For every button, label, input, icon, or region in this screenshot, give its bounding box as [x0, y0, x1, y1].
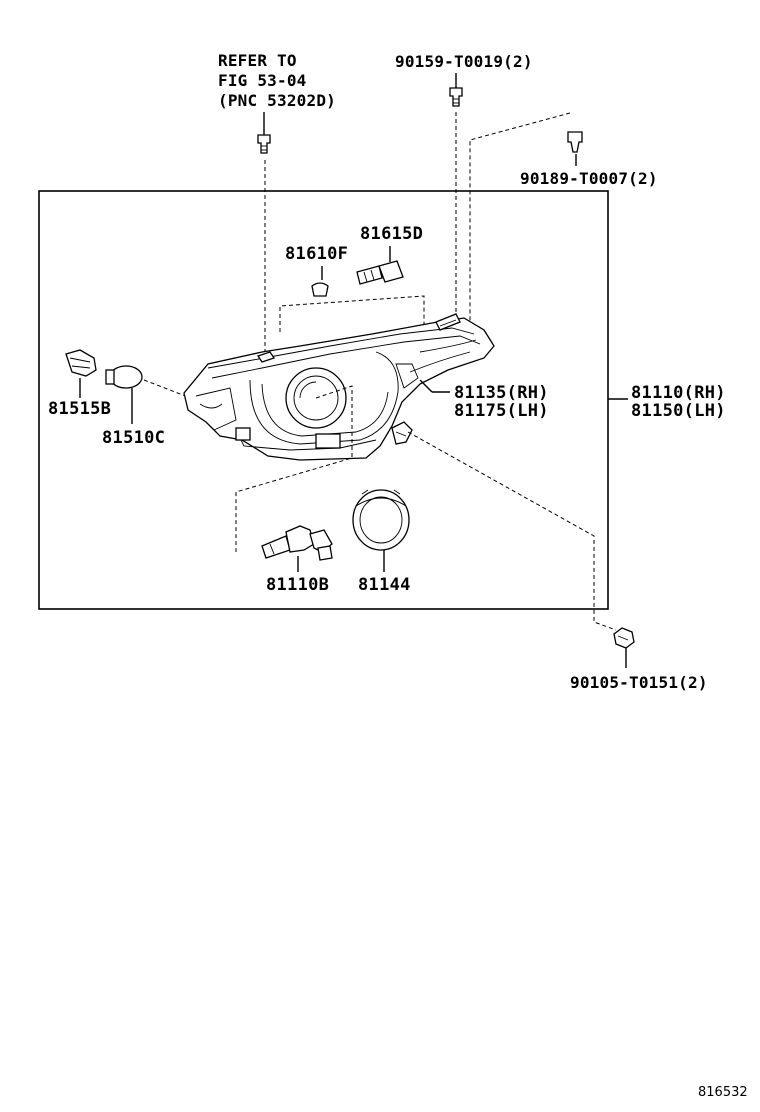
refer-to-label: REFER TO [218, 51, 297, 70]
label-81610f: 81610F [285, 244, 348, 264]
label-81144: 81144 [358, 575, 411, 595]
assembly-frame [38, 190, 609, 610]
refer-fig-label: FIG 53-04 [218, 71, 307, 90]
bulb-81110b: 81110B [261, 525, 333, 595]
headlamp-housing [183, 313, 495, 461]
label-90105: 90105-T0151(2) [570, 673, 708, 692]
label-81510c: 81510C [102, 428, 165, 448]
label-81615d: 81615D [360, 224, 423, 244]
label-81110b: 81110B [266, 575, 329, 595]
clip-90189: 90189-T0007(2) [469, 112, 658, 330]
refer-pnc-label: (PNC 53202D) [218, 91, 336, 110]
label-81175: 81175(LH) [454, 401, 549, 421]
label-90159: 90159-T0019(2) [395, 52, 533, 71]
socket-81515b: 81515B [48, 349, 111, 419]
label-81150: 81150(LH) [631, 401, 726, 421]
label-81515b: 81515B [48, 399, 111, 419]
label-81135: 81135(RH) [454, 383, 549, 403]
bulb-81615d: 81615D [356, 224, 423, 285]
diagram-reference-number: 816532 [698, 1085, 748, 1100]
refer-screw: REFER TO FIG 53-04 (PNC 53202D) [218, 51, 336, 352]
label-81110: 81110(RH) [631, 383, 726, 403]
label-90189: 90189-T0007(2) [520, 169, 658, 188]
screw-90159: 90159-T0019(2) [395, 52, 533, 318]
bulb-81510c: 81510C [102, 365, 189, 448]
bulb-81610f: 81610F [285, 244, 348, 297]
bolt-90105: 90105-T0151(2) [570, 627, 708, 692]
cover-81144: 81144 [352, 489, 411, 595]
